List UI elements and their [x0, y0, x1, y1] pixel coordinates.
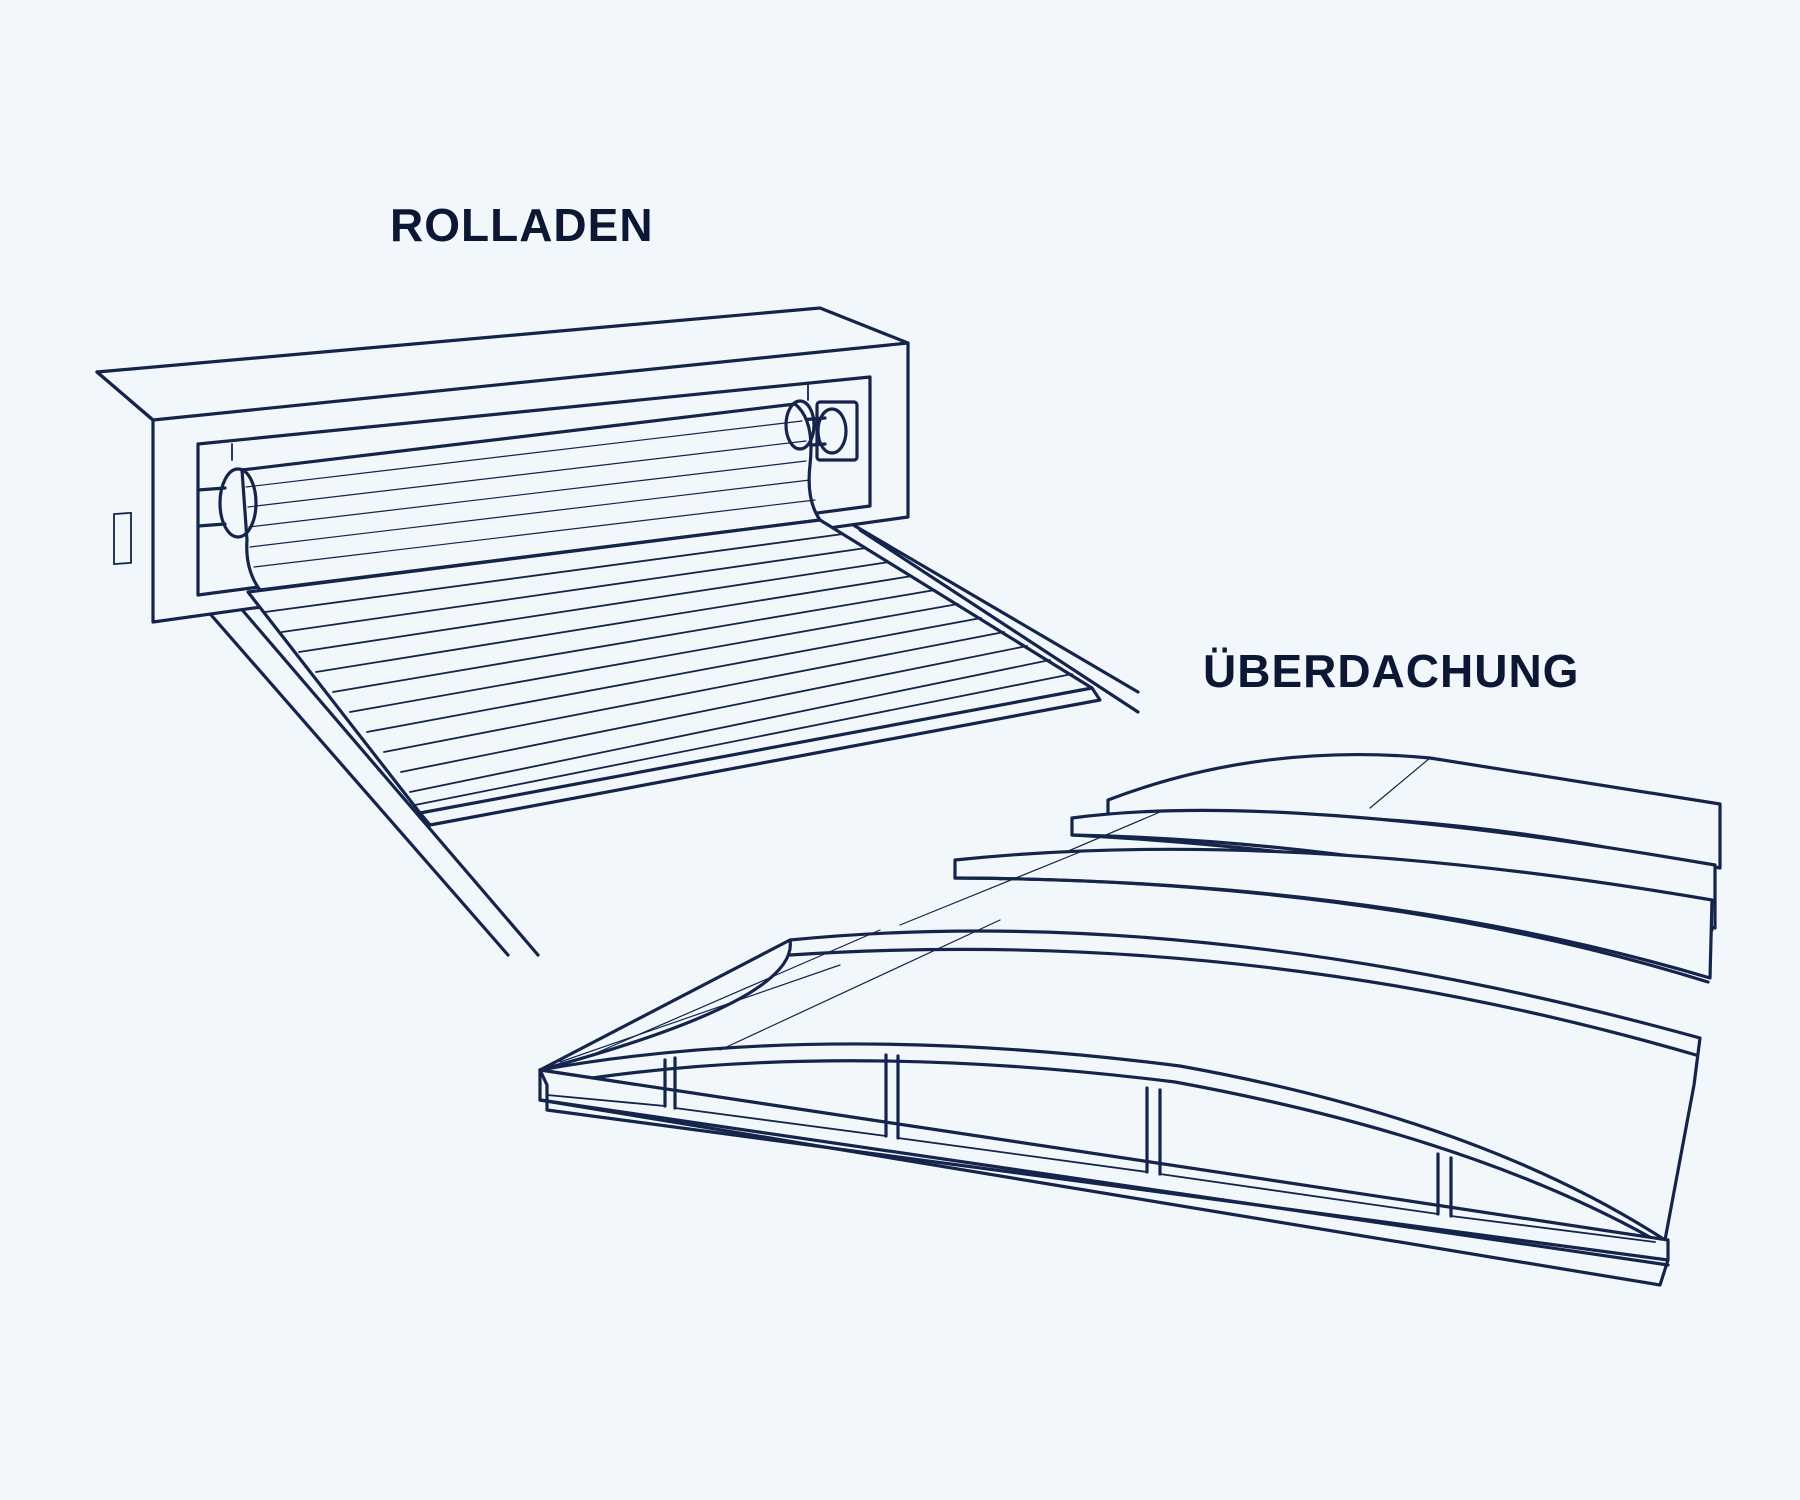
- frame-posts: [663, 1053, 1453, 1218]
- roller-shutter-illustration: [95, 306, 1140, 957]
- guide-rails: [203, 514, 1140, 957]
- rolladen-label: ROLLADEN: [390, 199, 654, 251]
- enclosure-segment-2: [899, 847, 1714, 984]
- roller-drum: [218, 399, 822, 592]
- pool-enclosure-illustration: [538, 752, 1722, 1287]
- ueberdachung-label: ÜBERDACHUNG: [1203, 645, 1580, 697]
- shutter-slats: [246, 518, 1102, 827]
- enclosure-front-frame: [538, 1042, 1670, 1287]
- enclosure-segment-1: [538, 919, 1702, 1242]
